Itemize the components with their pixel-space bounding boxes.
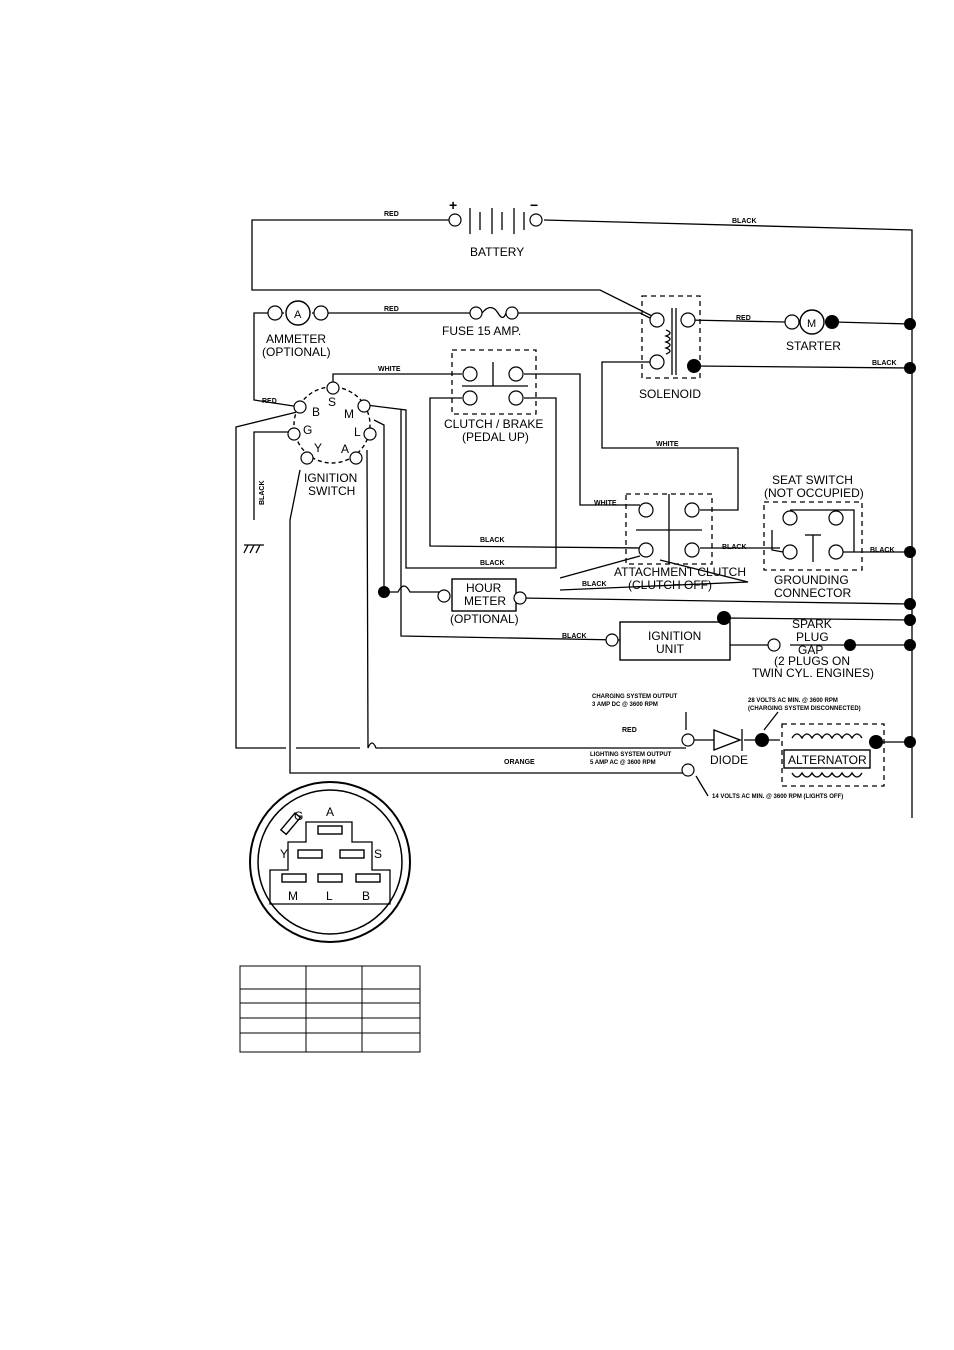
battery-minus-sign: − [530, 197, 538, 213]
clutch-brake-label: CLUTCH / BRAKE [444, 417, 543, 431]
terminal-table [239, 965, 421, 1053]
spark-plug-gap: GAP [798, 643, 823, 657]
wire-red-charging: RED [622, 727, 637, 734]
charging-output-note-2: 3 AMP DC @ 3600 RPM [592, 702, 658, 708]
volts-28-note: 28 VOLTS AC MIN. @ 3600 RPM [748, 698, 838, 704]
starter: M STARTER [784, 309, 916, 374]
wire-white-attach: WHITE [594, 500, 617, 507]
starter-symbol: M [807, 318, 816, 330]
ammeter: A AMMETER (OPTIONAL) [262, 300, 331, 359]
ignition-switch-label: IGNITION [304, 471, 357, 485]
wire-black-solenoid: BLACK [872, 360, 897, 367]
battery-plus-sign: + [449, 197, 457, 213]
grounding-connector-label-2: CONNECTOR [774, 586, 851, 600]
ign-terminal-s: S [328, 395, 336, 409]
charging-output-note: CHARGING SYSTEM OUTPUT [592, 694, 678, 700]
wire-orange-lighting: ORANGE [504, 759, 535, 766]
wire-black-seat-right: BLACK [870, 547, 895, 554]
face-terminal-b: B [362, 889, 370, 903]
ign-terminal-l: L [354, 425, 361, 439]
solenoid-label: SOLENOID [639, 387, 701, 401]
ammeter-label: AMMETER [266, 332, 326, 346]
diode-label: DIODE [710, 753, 748, 767]
face-terminal-s: S [374, 847, 382, 861]
wire-black-seat-left: BLACK [722, 544, 747, 551]
wire-black-attach-3: BLACK [582, 581, 607, 588]
ignition-switch-face: A G Y S M L B [249, 781, 411, 943]
ign-terminal-g: G [303, 423, 312, 437]
hour-meter: HOUR METER (OPTIONAL) [378, 578, 916, 626]
wire-white-solenoid: WHITE [656, 441, 679, 448]
lighting-output-note: LIGHTING SYSTEM OUTPUT [590, 752, 672, 758]
wires [235, 219, 913, 818]
ignition-unit-label: IGNITION [648, 629, 701, 643]
wire-black-ground: BLACK [259, 481, 266, 506]
ammeter-optional-label: (OPTIONAL) [262, 345, 331, 359]
ign-terminal-b: B [312, 405, 320, 419]
attachment-clutch-switch: ATTACHMENT CLUTCH (CLUTCH OFF) [614, 493, 746, 592]
ignition-switch-label-2: SWITCH [308, 484, 355, 498]
wire-red-ammeter: RED [384, 306, 399, 313]
face-terminal-a: A [326, 805, 334, 819]
wire-white-ign: WHITE [378, 366, 401, 373]
battery-minus-terminal [529, 213, 543, 227]
spark-plug-note: (2 PLUGS ON [774, 654, 850, 668]
wire-black-top: BLACK [732, 218, 757, 225]
solenoid: SOLENOID [639, 295, 701, 401]
wire-red-starter: RED [736, 315, 751, 322]
ignition-unit-label-2: UNIT [656, 642, 685, 656]
charging-notes: CHARGING SYSTEM OUTPUT 3 AMP DC @ 3600 R… [590, 694, 861, 800]
alternator-label: ALTERNATOR [788, 753, 867, 767]
face-terminal-g: G [294, 809, 303, 823]
face-terminal-m: M [288, 889, 298, 903]
charging-circuit: DIODE ALTERNATOR [681, 723, 916, 787]
hour-meter-optional: (OPTIONAL) [450, 612, 519, 626]
ign-terminal-m: M [344, 407, 354, 421]
seat-switch: SEAT SWITCH (NOT OCCUPIED) GROUNDING CON… [763, 473, 916, 600]
grounding-connector-label: GROUNDING [774, 573, 849, 587]
spark-plug-label: SPARK [792, 617, 832, 631]
wire-black-ign-unit: BLACK [562, 633, 587, 640]
seat-switch-sub: (NOT OCCUPIED) [764, 486, 864, 500]
ignition-unit: IGNITION UNIT [605, 611, 916, 661]
fuse: FUSE 15 AMP. [442, 306, 521, 338]
ign-terminal-a: A [341, 442, 349, 456]
clutch-brake-switch: CLUTCH / BRAKE (PEDAL UP) [444, 349, 543, 444]
wire-black-attach-2: BLACK [480, 560, 505, 567]
wire-red-top: RED [384, 211, 399, 218]
spark-plug-note-2: TWIN CYL. ENGINES) [752, 666, 874, 680]
battery: + − BATTERY [448, 197, 543, 259]
spark-plug-label-2: PLUG [796, 630, 829, 644]
wire-red-ign: RED [262, 398, 277, 405]
volts-28-note-2: (CHARGING SYSTEM DISCONNECTED) [748, 706, 861, 712]
attachment-clutch-label: ATTACHMENT CLUTCH [614, 565, 746, 579]
lighting-output-note-2: 5 AMP AC @ 3600 RPM [590, 760, 656, 766]
ammeter-symbol: A [294, 309, 302, 321]
hour-meter-label-2: METER [464, 594, 506, 608]
wire-black-attach-1: BLACK [480, 537, 505, 544]
hour-meter-label: HOUR [466, 581, 502, 595]
wire-color-labels: RED BLACK RED RED BLACK WHITE RED BLACK … [259, 211, 897, 766]
fuse-label: FUSE 15 AMP. [442, 324, 521, 338]
seat-switch-label: SEAT SWITCH [772, 473, 853, 487]
spark-plug: SPARK PLUG GAP (2 PLUGS ON TWIN CYL. ENG… [752, 617, 874, 680]
starter-label: STARTER [786, 339, 841, 353]
ign-terminal-y: Y [314, 441, 322, 455]
battery-plus-terminal [448, 213, 462, 227]
clutch-brake-sub: (PEDAL UP) [462, 430, 529, 444]
face-terminal-y: Y [280, 847, 288, 861]
battery-label: BATTERY [470, 245, 524, 259]
attachment-clutch-sub: (CLUTCH OFF) [628, 578, 712, 592]
face-terminal-l: L [326, 889, 333, 903]
volts-14-note: 14 VOLTS AC MIN. @ 3600 RPM (LIGHTS OFF) [712, 794, 843, 800]
ignition-switch: B S M G L Y A IGNITION SWITCH [287, 381, 377, 498]
